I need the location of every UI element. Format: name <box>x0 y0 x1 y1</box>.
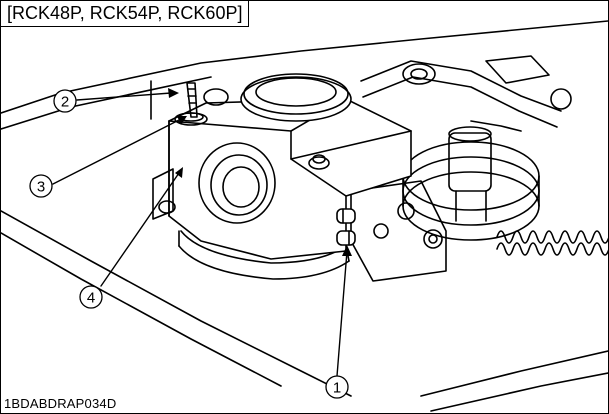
callout-3: 3 <box>29 174 53 198</box>
callout-3-number: 3 <box>37 179 45 196</box>
leader-lines <box>52 92 348 377</box>
belt-pulley <box>402 126 540 241</box>
callout-4: 4 <box>79 285 103 309</box>
gearbox-body <box>152 73 412 260</box>
mount-bracket <box>350 180 447 282</box>
leader-arrowheads <box>168 88 352 256</box>
callout-2-number: 2 <box>61 94 69 111</box>
callout-2: 2 <box>53 89 77 113</box>
mower-deck <box>1 20 608 412</box>
oil-plugs <box>336 208 356 246</box>
callout-4-number: 4 <box>87 290 95 307</box>
figure-id: 1BDABDRAP034D <box>4 396 117 411</box>
tension-spring <box>496 230 608 256</box>
callout-1: 1 <box>325 375 349 399</box>
linkage-arm <box>360 55 572 132</box>
model-label: [RCK48P, RCK54P, RCK60P] <box>1 1 250 27</box>
callout-1-number: 1 <box>333 380 341 397</box>
